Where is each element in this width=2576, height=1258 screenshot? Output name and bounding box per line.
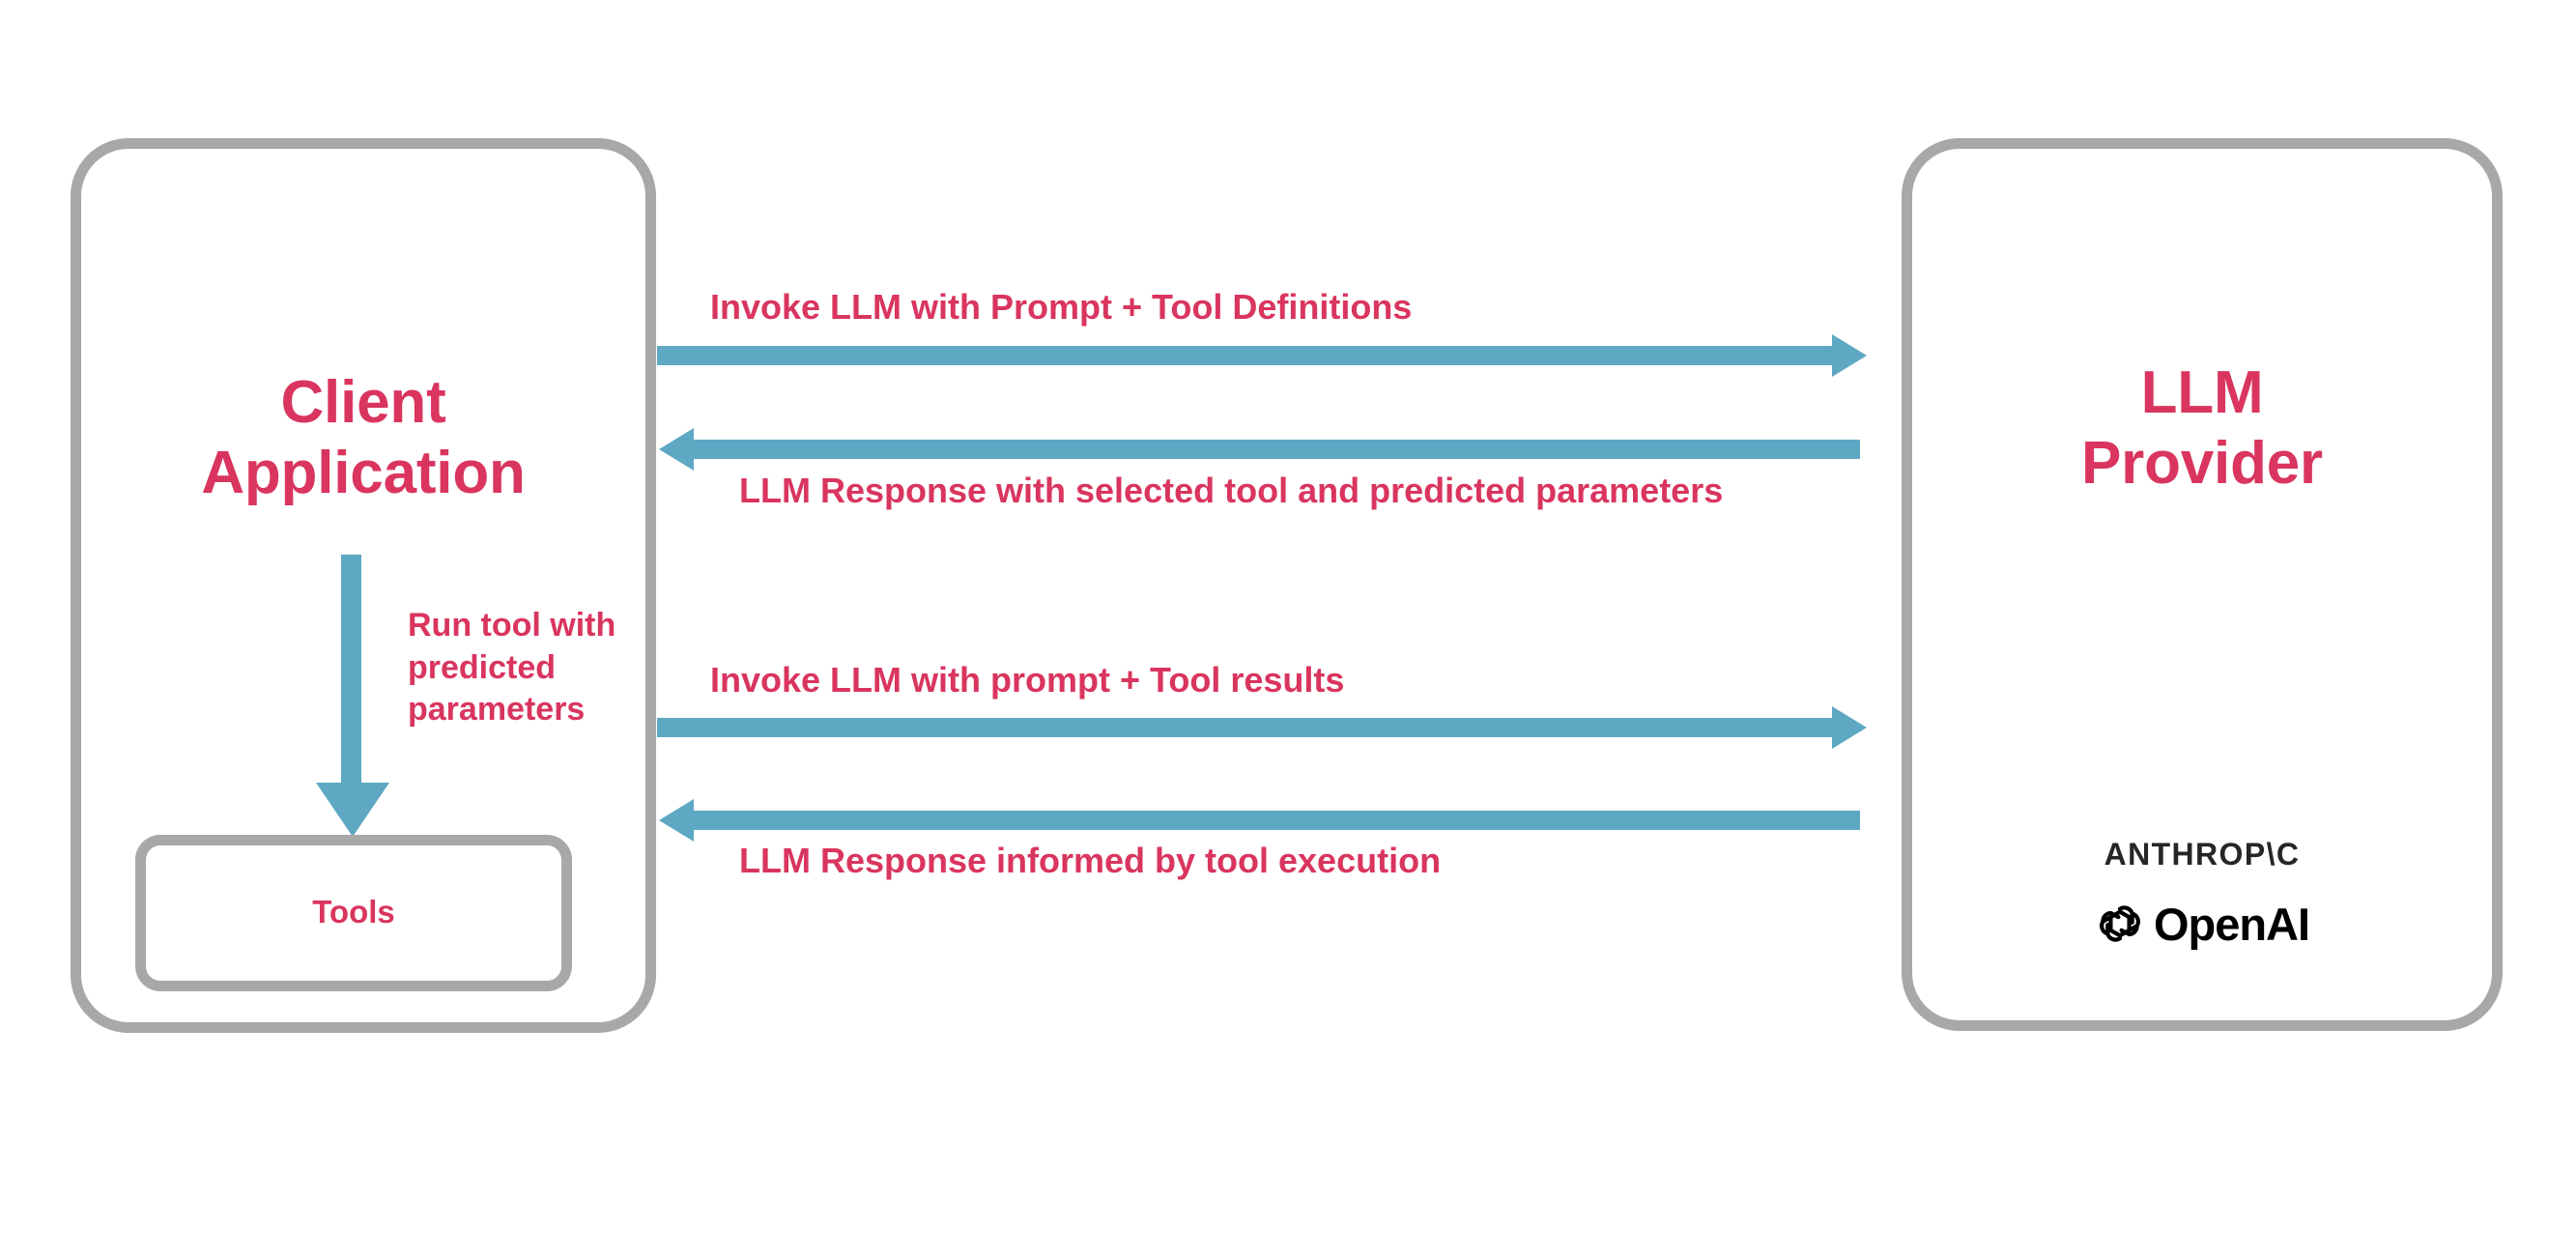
invoke-2-arrow	[657, 706, 1867, 749]
arrow-shaft	[657, 718, 1834, 737]
tools-box	[135, 835, 572, 991]
run-tool-label: Run tool with predicted parameters	[408, 607, 616, 729]
arrow-shaft	[657, 346, 1834, 365]
arrow-head-right-icon	[1832, 334, 1867, 377]
response-1-arrow	[659, 428, 1860, 471]
arrow-head-left-icon	[659, 428, 694, 471]
openai-logo: OpenAI	[1902, 899, 2503, 949]
response-1-label: LLM Response with selected tool and pred…	[739, 471, 1724, 510]
run-tool-arrow	[316, 555, 389, 837]
openai-mark-icon	[2099, 905, 2140, 942]
invoke-2-label: Invoke LLM with prompt + Tool results	[710, 660, 1345, 700]
invoke-1-label: Invoke LLM with Prompt + Tool Definition…	[710, 287, 1413, 327]
arrow-shaft	[341, 555, 361, 785]
arrow-head-right-icon	[1832, 706, 1867, 749]
arrow-head-left-icon	[659, 799, 694, 842]
tools-label: Tools	[312, 894, 395, 929]
anthropic-logo: ANTHROP\C	[2104, 837, 2301, 872]
arrow-head-down-icon	[316, 783, 389, 837]
arrow-shaft	[692, 440, 1860, 459]
llm-provider-box	[1902, 138, 2503, 1031]
invoke-1-arrow	[657, 334, 1867, 377]
response-2-label: LLM Response informed by tool execution	[739, 841, 1442, 880]
llm-provider-title: LLM Provider	[2081, 359, 2323, 498]
openai-wordmark: OpenAI	[2153, 898, 2310, 950]
client-application-title: Client Application	[201, 369, 526, 507]
arrow-shaft	[692, 811, 1860, 830]
response-2-arrow	[659, 799, 1860, 842]
